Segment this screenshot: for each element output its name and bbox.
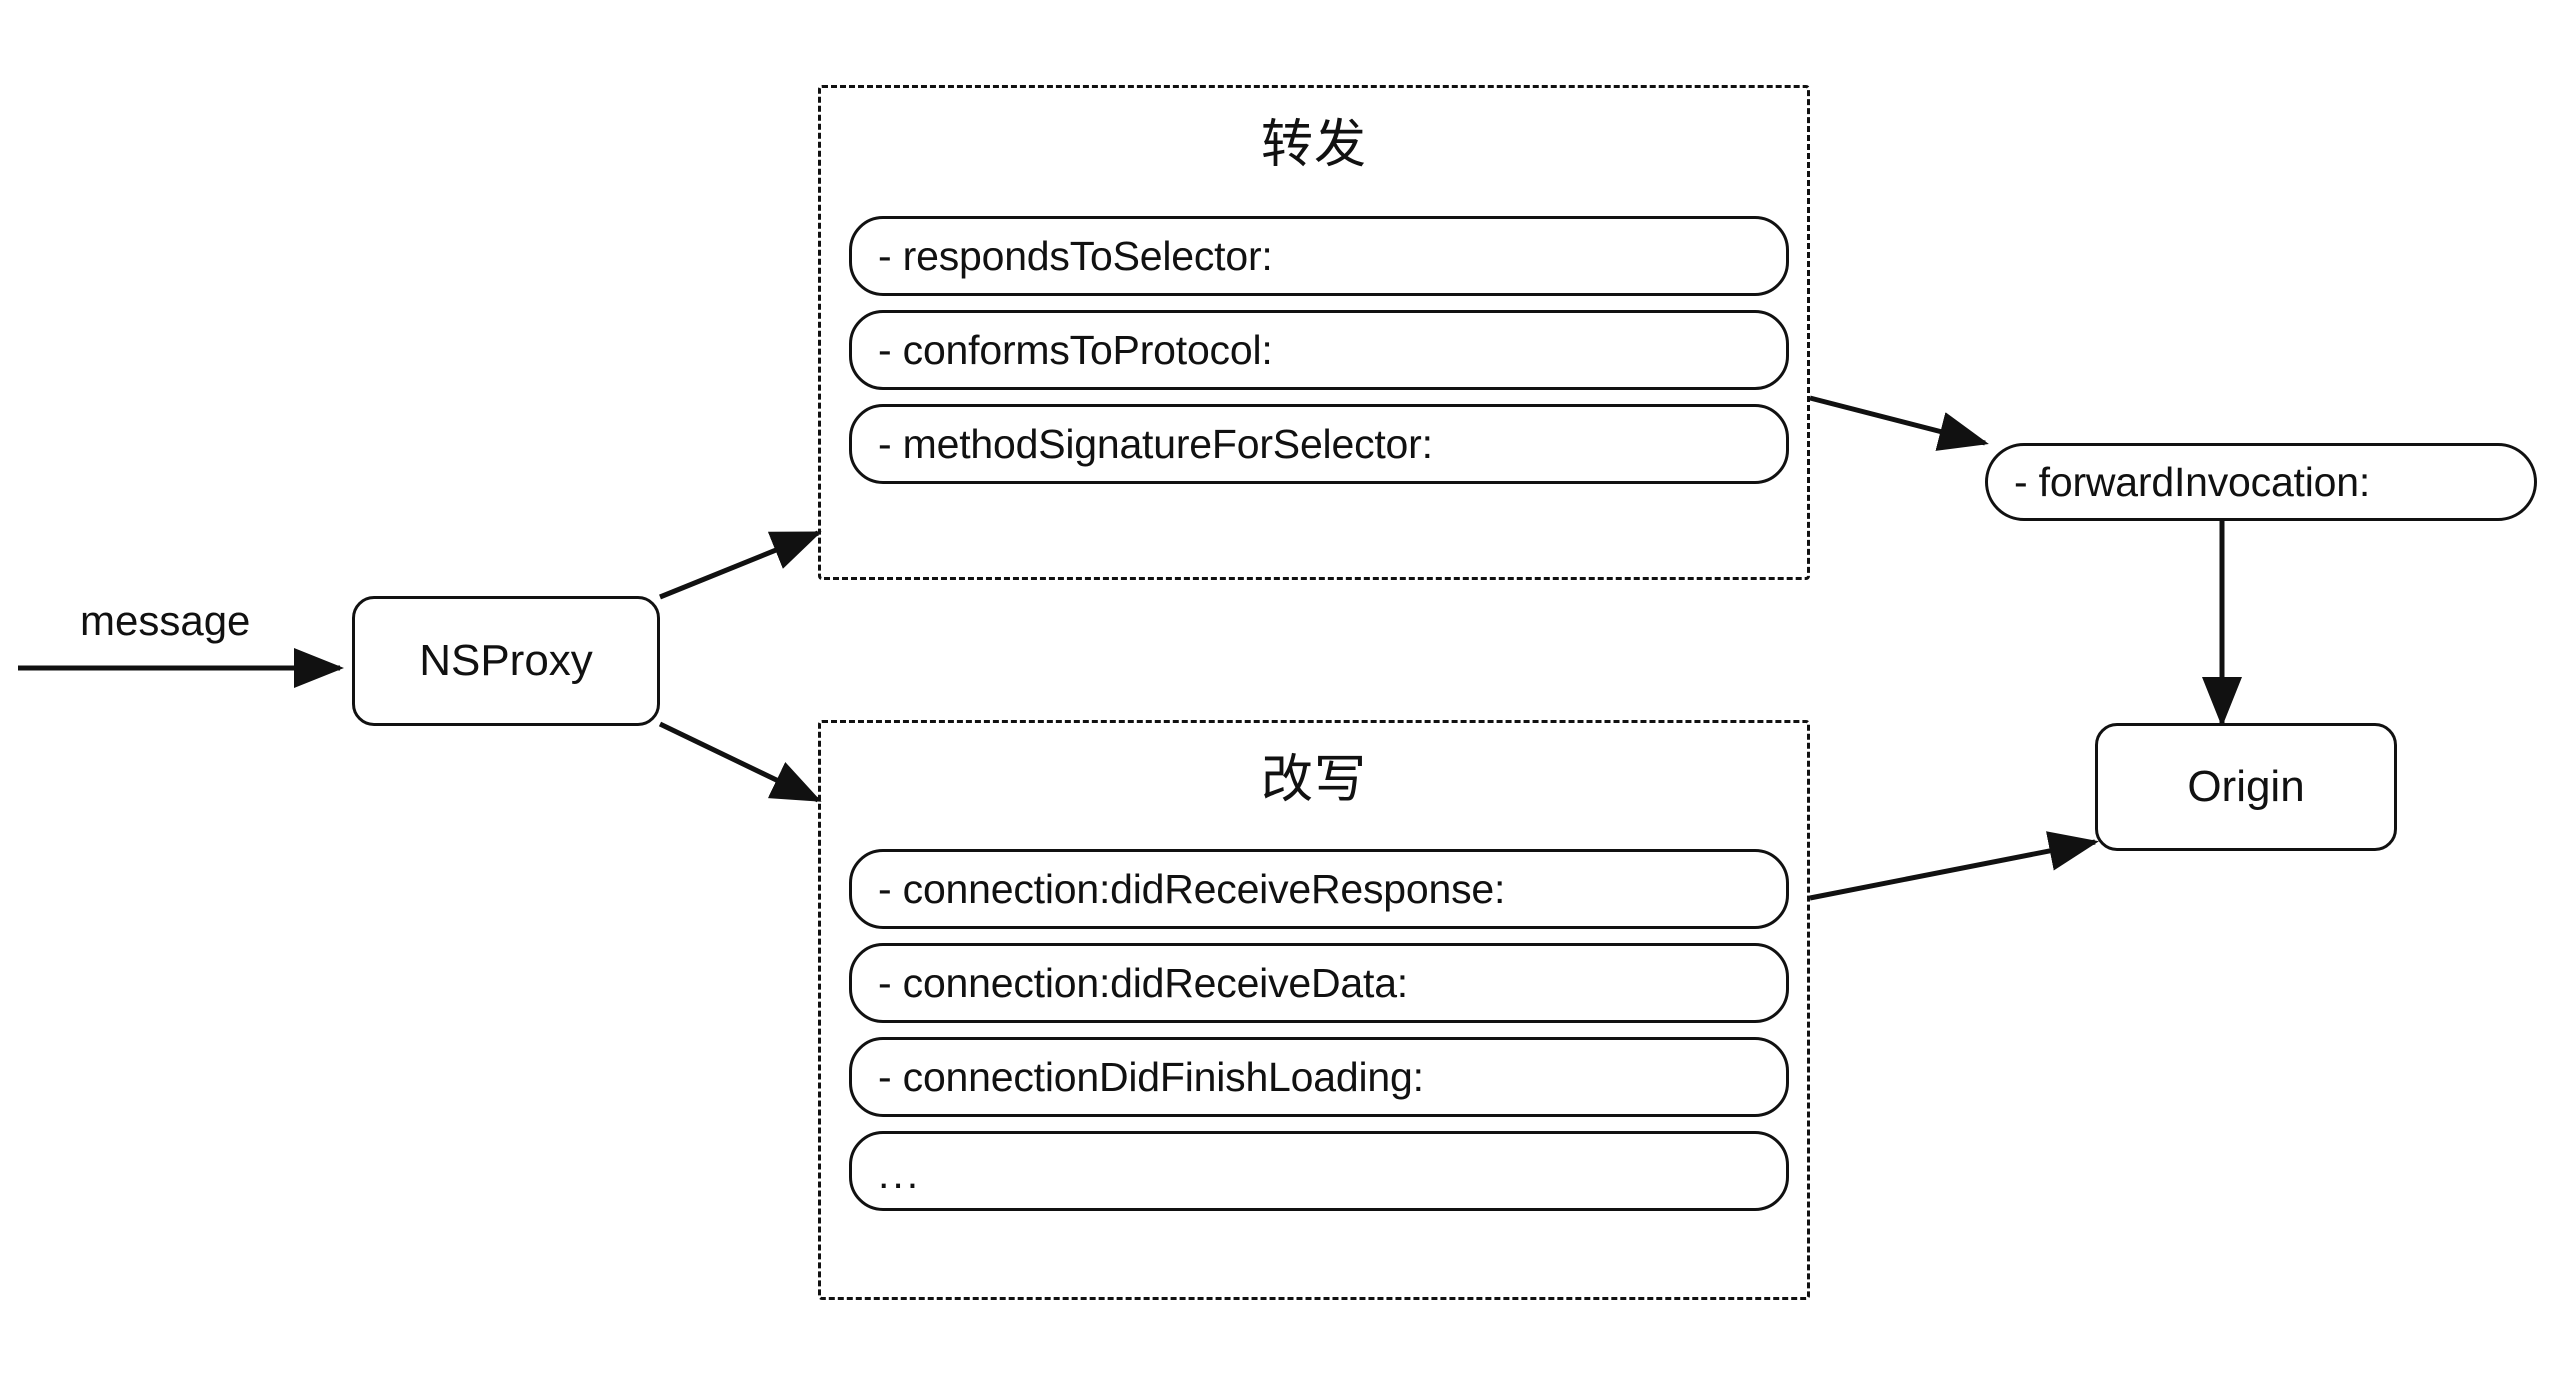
- method-pill-connection-did-receive-data[interactable]: - connection:didReceiveData:: [849, 943, 1789, 1023]
- group-forward-title: 转发: [1260, 116, 1367, 174]
- group-rewrite-title: 改写: [1260, 751, 1367, 809]
- message-edge-label: message: [80, 597, 251, 644]
- arrow-nsproxy-to-forward-group: [659, 530, 822, 600]
- method-pill-more-ellipsis[interactable]: ...: [849, 1131, 1789, 1211]
- nsproxy-node[interactable]: NSProxy: [352, 596, 660, 726]
- group-rewrite: 改写 - connection:didReceiveResponse: - co…: [818, 720, 1810, 1300]
- forward-invocation-pill[interactable]: - forwardInvocation:: [1985, 443, 2537, 521]
- method-pill-connection-did-finish-loading[interactable]: - connectionDidFinishLoading:: [849, 1037, 1789, 1117]
- method-pill-method-signature-for-selector[interactable]: - methodSignatureForSelector:: [849, 404, 1789, 484]
- method-pill-conforms-to-protocol[interactable]: - conformsToProtocol:: [849, 310, 1789, 390]
- method-pill-connection-did-receive-response[interactable]: - connection:didReceiveResponse:: [849, 849, 1789, 929]
- group-forward: 转发 - respondsToSelector: - conformsToPro…: [818, 85, 1810, 580]
- arrow-nsproxy-to-rewrite-group: [658, 721, 822, 803]
- method-pill-responds-to-selector[interactable]: - respondsToSelector:: [849, 216, 1789, 296]
- origin-node[interactable]: Origin: [2095, 723, 2397, 851]
- arrow-forward-group-to-forwardinvocation: [1809, 395, 1989, 451]
- arrow-rewrite-group-to-origin: [1809, 831, 2099, 901]
- group-rewrite-inner: 改写 - connection:didReceiveResponse: - co…: [821, 723, 1807, 1297]
- group-forward-inner: 转发 - respondsToSelector: - conformsToPro…: [821, 88, 1807, 577]
